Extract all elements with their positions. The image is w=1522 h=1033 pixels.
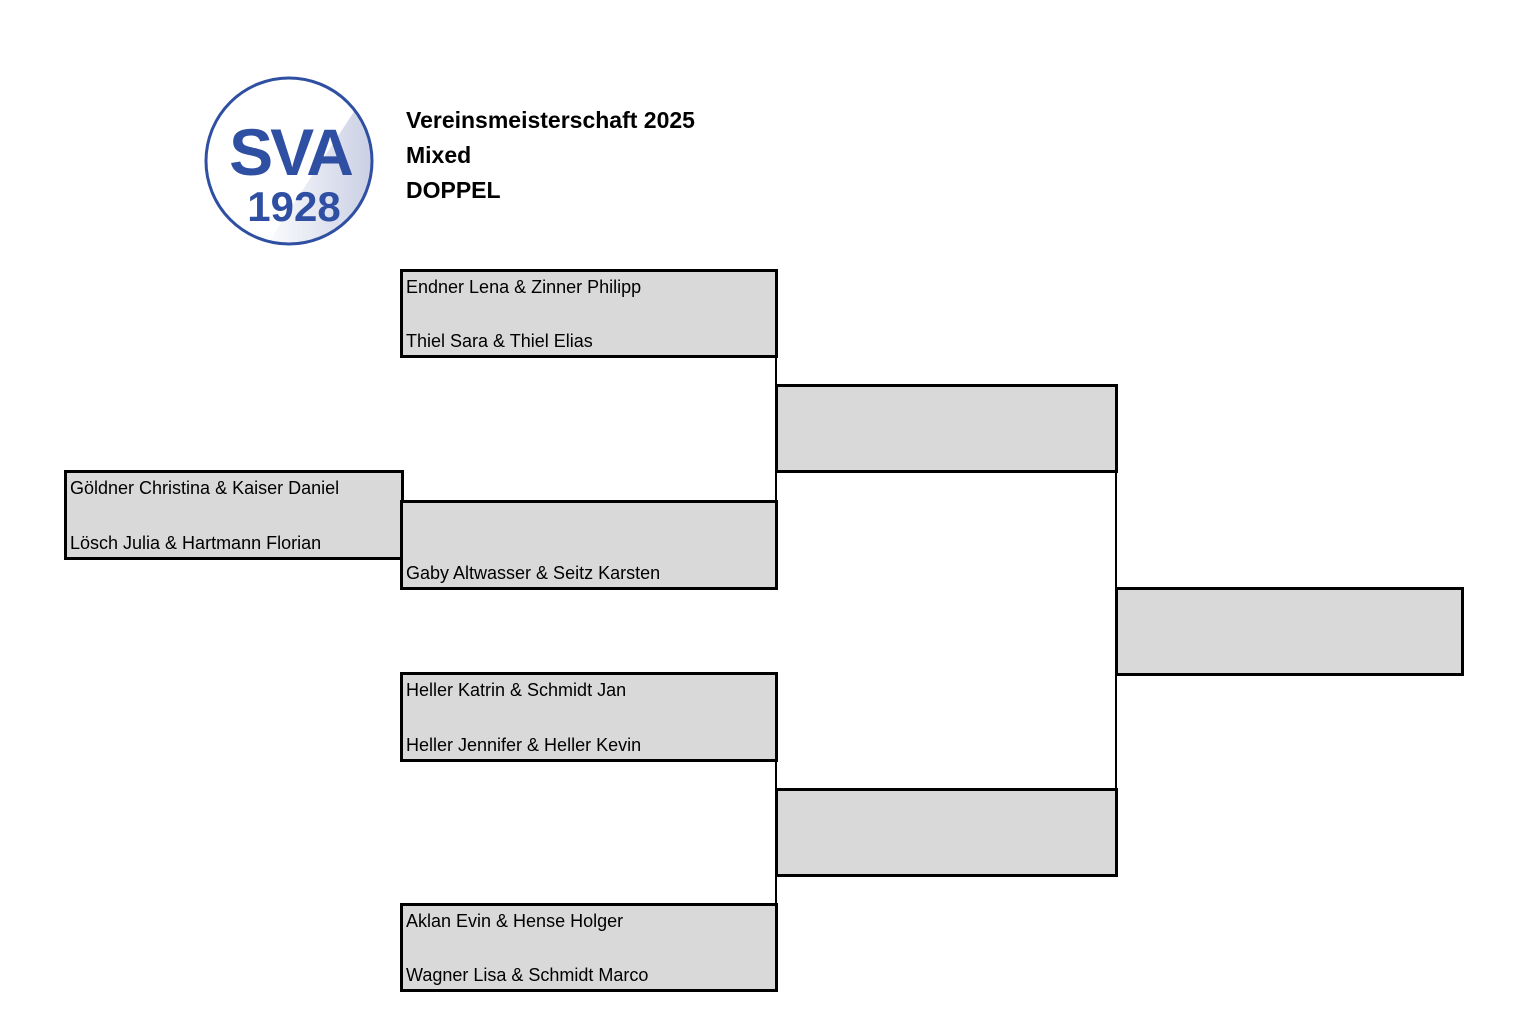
team-slot: Gaby Altwasser & Seitz Karsten bbox=[406, 563, 661, 583]
connector-semi1-final bbox=[1115, 470, 1117, 590]
match-box-round1-3: Heller Katrin & Schmidt Jan Heller Jenni… bbox=[400, 672, 778, 762]
team-slot: Thiel Sara & Thiel Elias bbox=[406, 331, 593, 351]
match-box-semi-2 bbox=[775, 788, 1118, 877]
connector-semi2-final bbox=[1115, 673, 1117, 791]
match-box-round1-4: Aklan Evin & Hense Holger Wagner Lisa & … bbox=[400, 903, 778, 992]
match-box-prelim: Göldner Christina & Kaiser Daniel Lösch … bbox=[64, 470, 404, 560]
team-slot: Endner Lena & Zinner Philipp bbox=[406, 277, 642, 297]
team-slot: Aklan Evin & Hense Holger bbox=[406, 911, 624, 931]
logo-letters: SVA bbox=[229, 115, 352, 189]
logo-year: 1928 bbox=[247, 183, 340, 230]
team-slot: Heller Jennifer & Heller Kevin bbox=[406, 735, 642, 755]
match-box-round1-2: Gaby Altwasser & Seitz Karsten bbox=[400, 500, 778, 590]
match-box-semi-1 bbox=[775, 384, 1118, 473]
team-slot: Göldner Christina & Kaiser Daniel bbox=[70, 478, 340, 498]
page-subtitle: Mixed bbox=[406, 142, 472, 168]
match-box-final bbox=[1115, 587, 1464, 676]
match-box-round1-1: Endner Lena & Zinner Philipp Thiel Sara … bbox=[400, 269, 778, 358]
header: Vereinsmeisterschaft 2025 Mixed DOPPEL bbox=[406, 103, 695, 208]
club-logo: SVA 1928 bbox=[204, 76, 374, 246]
page-title: Vereinsmeisterschaft 2025 bbox=[406, 107, 695, 133]
team-slot: Wagner Lisa & Schmidt Marco bbox=[406, 965, 649, 985]
page-category: DOPPEL bbox=[406, 177, 501, 203]
team-slot: Heller Katrin & Schmidt Jan bbox=[406, 680, 627, 700]
team-slot: Lösch Julia & Hartmann Florian bbox=[70, 533, 322, 553]
